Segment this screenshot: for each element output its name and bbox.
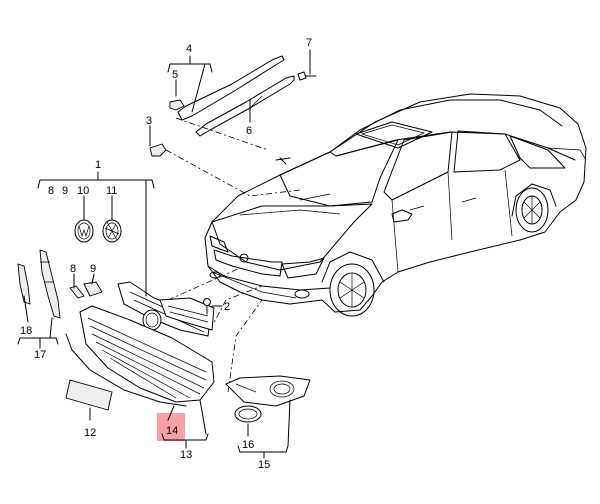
leader-lines	[17, 49, 311, 459]
part-12-plate	[65, 379, 113, 411]
part-2-screw	[203, 298, 211, 315]
callout-7: 7	[306, 37, 312, 49]
leader-dash-fog	[227, 299, 263, 393]
callout-labels: 1 2 3 4 5 6 7 8 9 10 11 8 9 12 13 14 15 …	[20, 37, 312, 471]
leader-dash-grille	[167, 267, 241, 301]
part-1-grille	[117, 281, 215, 337]
callout-8-upper: 8	[48, 185, 54, 197]
callout-17: 17	[34, 349, 46, 361]
leader-dash-lower	[209, 285, 263, 331]
callout-4: 4	[186, 43, 192, 55]
part-13-lower-grille	[79, 305, 215, 403]
callout-6: 6	[246, 125, 252, 137]
part-10-front-emblem	[74, 219, 94, 243]
callout-12: 12	[84, 427, 96, 439]
part-8-9-clips	[69, 281, 103, 299]
callout-9-lower: 9	[90, 263, 96, 275]
callout-1: 1	[95, 159, 101, 171]
callout-10: 10	[77, 185, 89, 197]
leader-dash-roof	[165, 149, 301, 197]
callout-15: 15	[258, 459, 270, 471]
part-14-trim-strip	[65, 333, 187, 407]
part-7-screw	[297, 71, 317, 81]
part-15-fog-light-cover	[225, 375, 311, 407]
callout-14: 14	[166, 425, 178, 437]
car-illustration	[204, 93, 587, 317]
part-5-clip	[169, 99, 185, 111]
callout-18: 18	[20, 325, 32, 337]
callout-11: 11	[106, 185, 117, 197]
callout-13: 13	[180, 449, 192, 461]
callout-16: 16	[242, 439, 254, 451]
callout-8-lower: 8	[70, 263, 76, 275]
part-6-roof-trim	[177, 55, 295, 137]
part-11-rear-emblem	[102, 219, 122, 243]
part-3-bracket	[149, 143, 167, 157]
callout-9-upper: 9	[62, 185, 68, 197]
leader-dash-trim	[175, 117, 269, 151]
part-17-side-bracket	[17, 249, 61, 319]
callout-2: 2	[224, 301, 230, 313]
callout-3: 3	[146, 115, 152, 127]
part-14-highlight	[157, 413, 185, 441]
callout-5: 5	[172, 69, 178, 81]
part-16-ring	[234, 405, 262, 423]
